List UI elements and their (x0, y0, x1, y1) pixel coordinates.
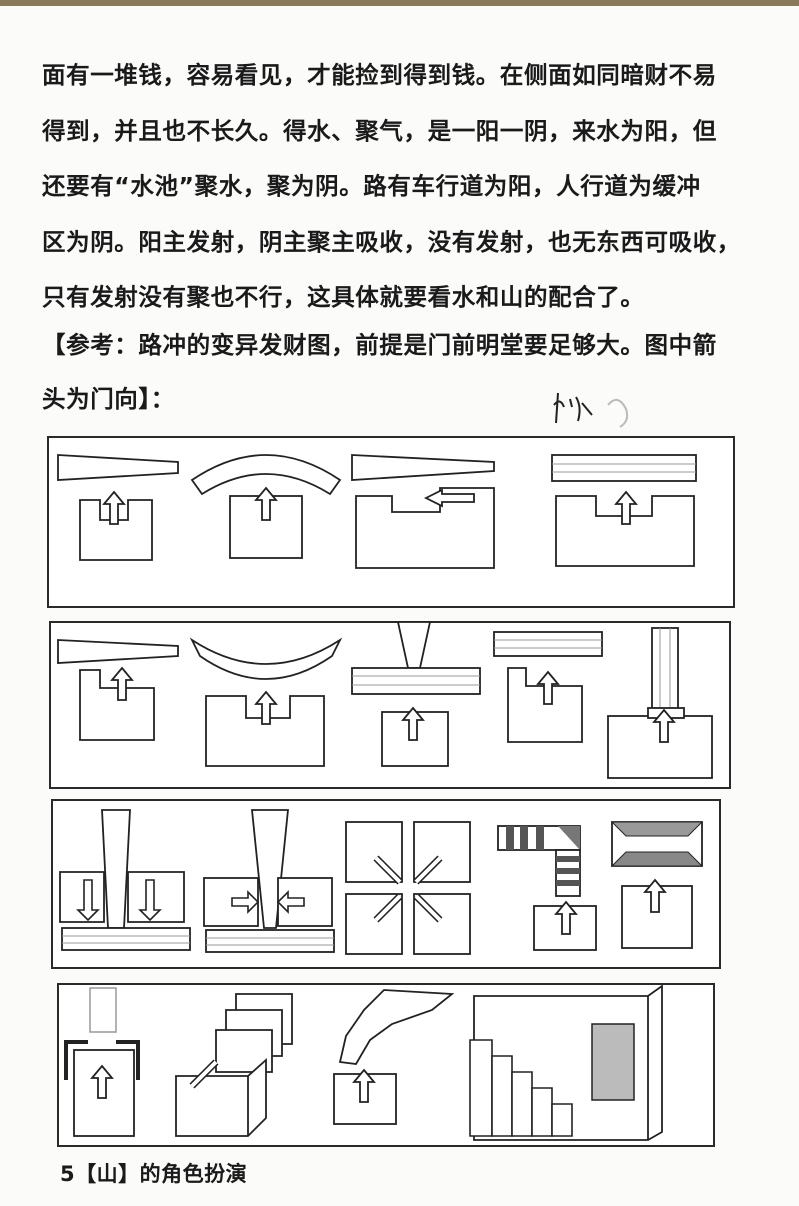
reference-note: 【参考：路冲的变异发财图，前提是门前明堂要足够大。图中箭 头为门向】： (42, 318, 757, 426)
reference-line: 头为门向】： (42, 385, 175, 413)
body-paragraph: 面有一堆钱，容易看见，才能捡到得到钱。在侧面如同暗财不易 得到，并且也不长久。得… (42, 48, 757, 326)
diagram-panel-2 (49, 621, 731, 789)
diagram-panel-3 (51, 799, 721, 969)
reference-line: 【参考：路冲的变异发财图，前提是门前明堂要足够大。图中箭 (42, 331, 717, 359)
paragraph-line: 只有发射没有聚也不行，这具体就要看水和山的配合了。 (42, 283, 645, 311)
footer-section-title: 5【山】的角色扮演 (60, 1162, 248, 1186)
handwritten-scribble (553, 392, 629, 428)
paragraph-line: 面有一堆钱，容易看见，才能捡到得到钱。在侧面如同暗财不易 (42, 61, 717, 89)
paragraph-line: 还要有“水池”聚水，聚为阴。路有车行道为阳，人行道为缓冲 (42, 172, 701, 200)
paragraph-line: 区为阴。阳主发射，阴主聚主吸收，没有发射，也无东西可吸收， (42, 227, 741, 256)
diagram-panel-1 (47, 436, 735, 608)
page-top-border (0, 0, 799, 6)
diagram-panel-4 (57, 983, 715, 1147)
paragraph-line: 得到，并且也不长久。得水、聚气，是一阳一阴，来水为阳，但 (42, 116, 717, 145)
